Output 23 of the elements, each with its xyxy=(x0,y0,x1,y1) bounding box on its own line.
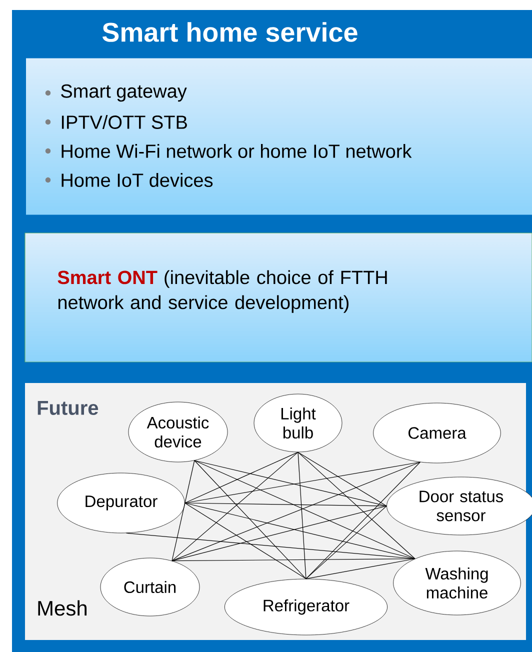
connector-line xyxy=(184,502,387,506)
connector-line xyxy=(172,460,195,562)
ont-box: Smart ONT (inevitable choice of FTTH network and service development) xyxy=(24,232,532,362)
node-label: IPTV/OTT STB xyxy=(62,115,187,129)
connector-line xyxy=(298,452,387,506)
connector-line xyxy=(306,462,420,580)
node-label: Smart gateway xyxy=(61,84,187,102)
node-label: Home IoT devices xyxy=(62,173,213,187)
connector-line xyxy=(194,460,387,506)
connector-line xyxy=(184,502,306,580)
connector-line xyxy=(126,532,416,560)
connector-line xyxy=(298,452,416,560)
node-label: Home Wi-Fi network or home IoT network xyxy=(62,144,412,158)
connector-line xyxy=(172,452,298,562)
connector-line xyxy=(194,460,306,580)
connector-line xyxy=(184,452,298,504)
connector-line xyxy=(298,452,306,580)
connector-line xyxy=(184,502,416,560)
connector-line xyxy=(172,506,387,562)
connector-line xyxy=(306,558,416,580)
bullet-list-box: Smart gateway IPTV/OTT STB Home Wi-Fi network or home IoT network Home IoT devices xyxy=(45,84,412,187)
connector-line xyxy=(306,506,387,580)
connector-line xyxy=(184,462,420,504)
